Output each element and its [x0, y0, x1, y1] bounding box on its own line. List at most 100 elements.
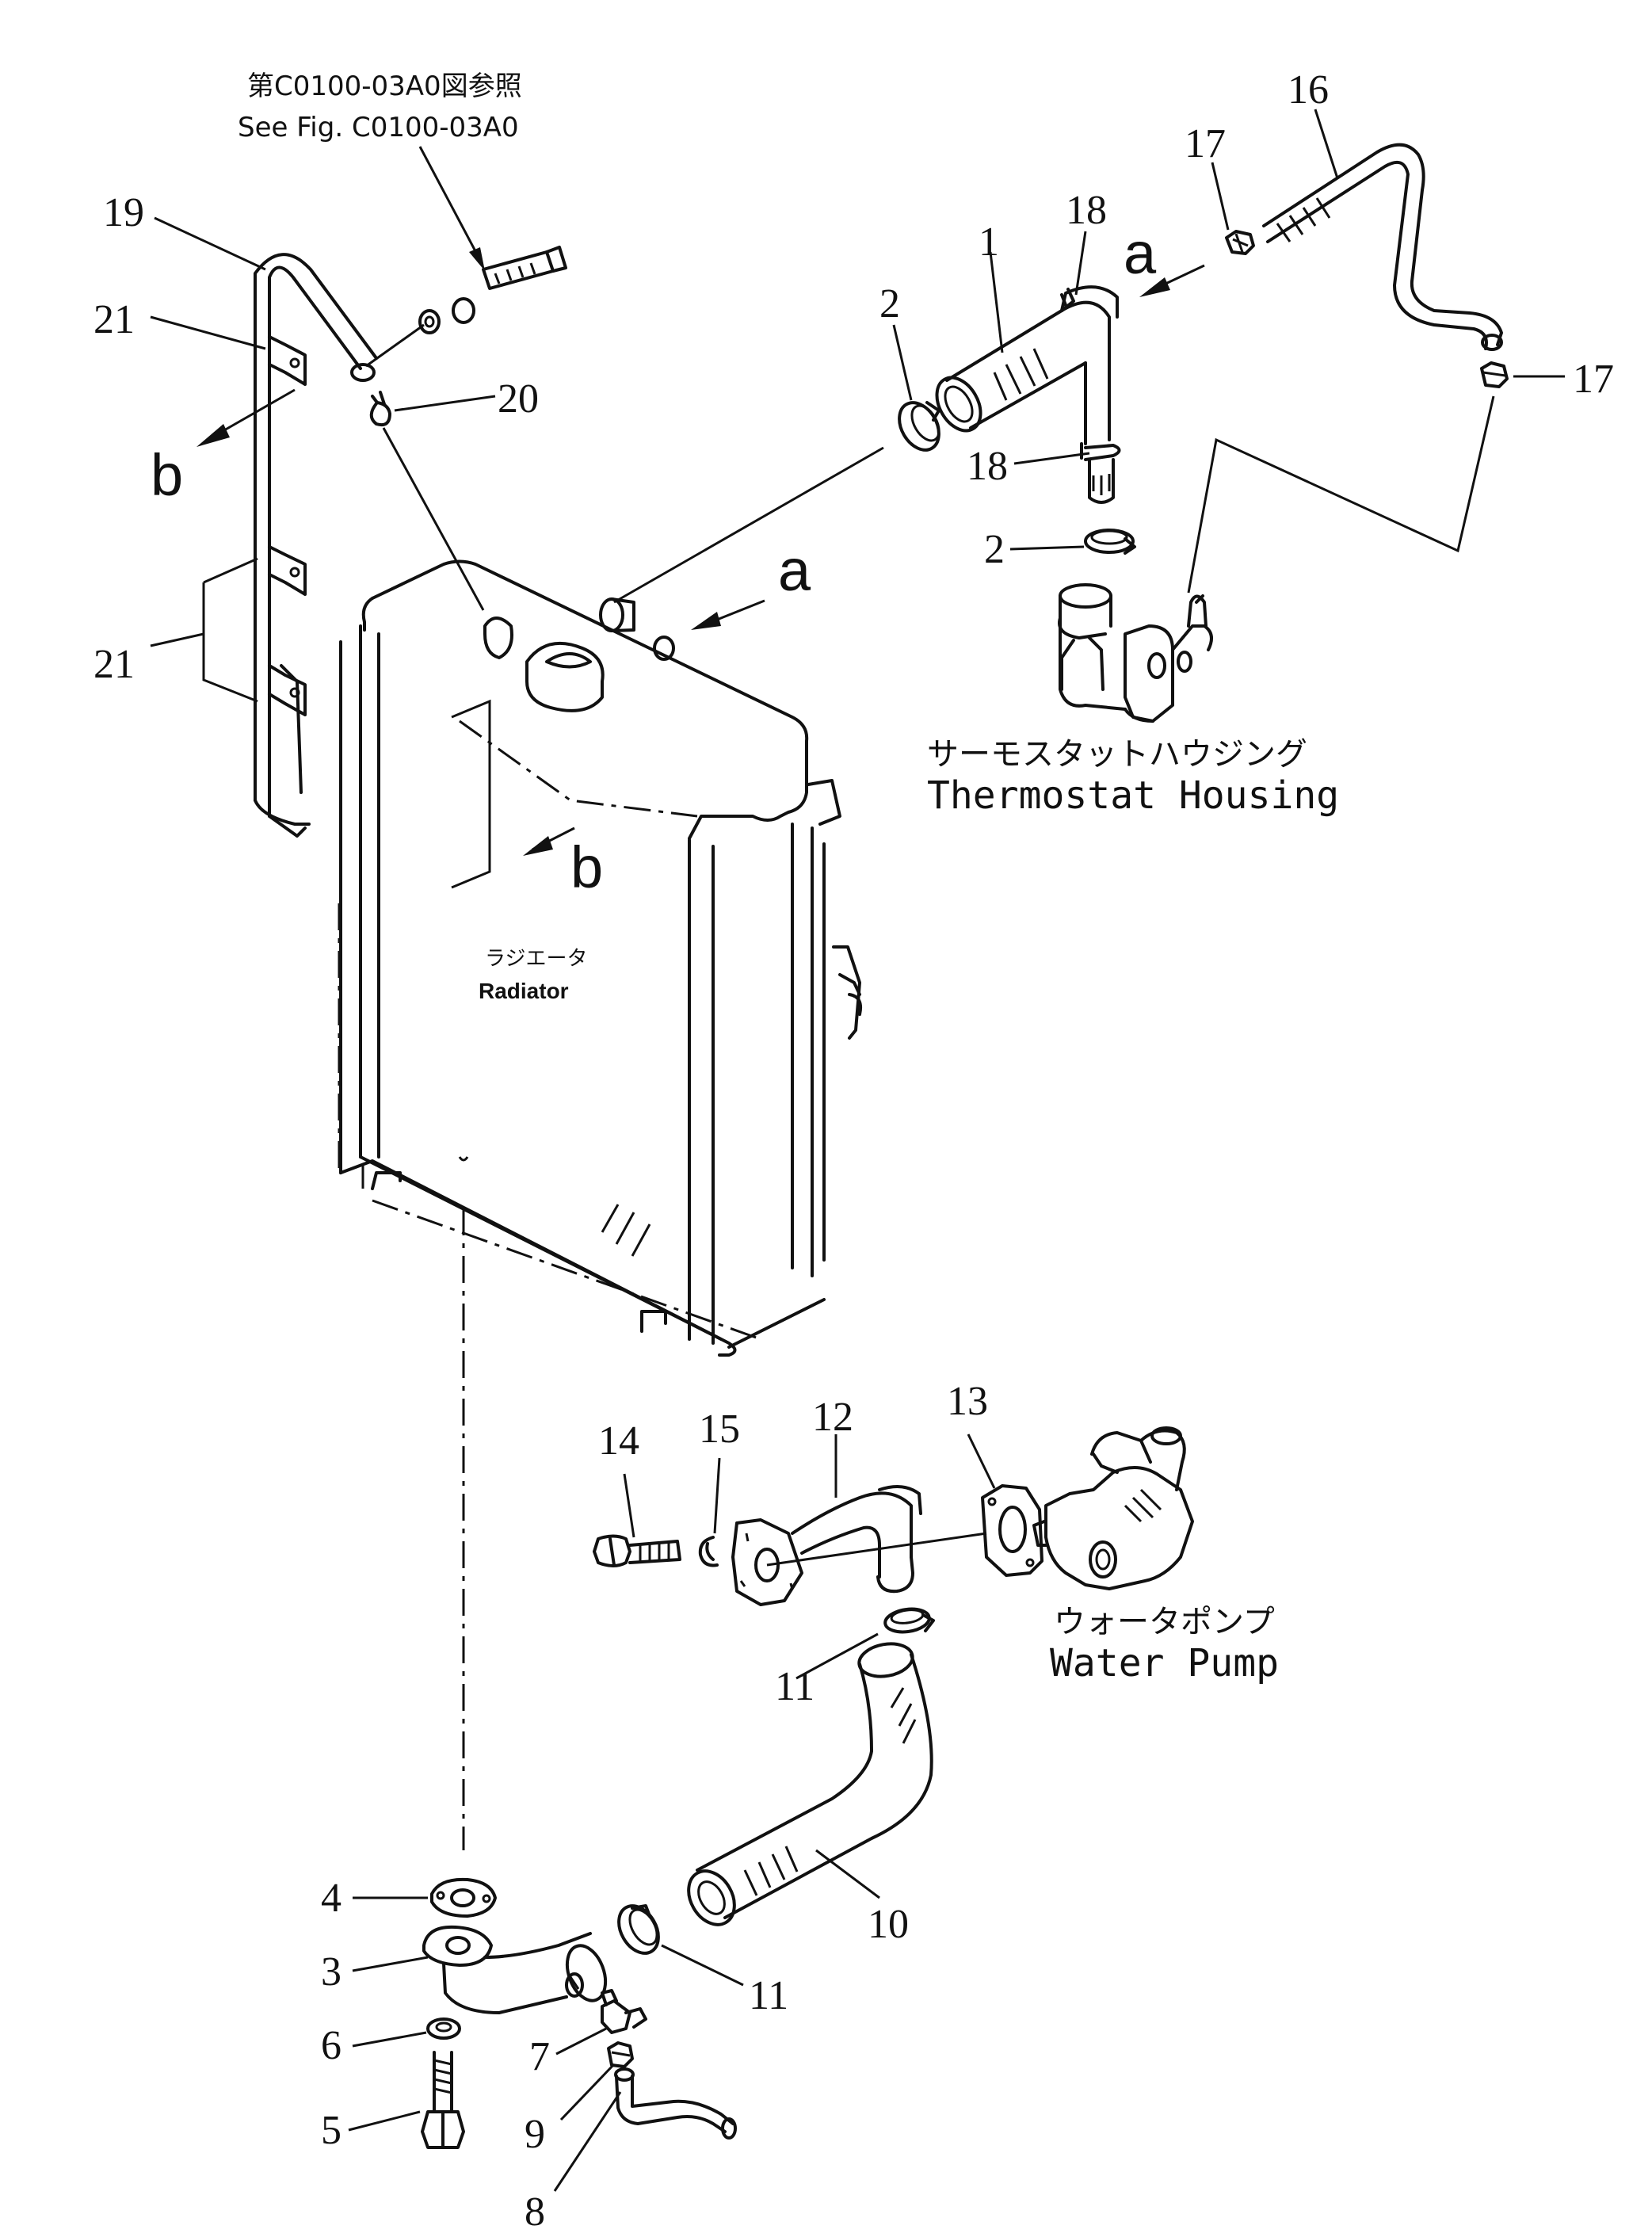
part-2-clamp-upper — [898, 401, 940, 452]
radiator-jp: ラジエータ — [485, 947, 587, 971]
part-7-cock — [601, 1989, 647, 2034]
callout-12: 12 — [812, 1395, 853, 1440]
part-17-upper-leader — [1211, 162, 1230, 231]
callout-6: 6 — [321, 2023, 341, 2068]
part-16-pipe — [1262, 143, 1503, 351]
part-20-clip — [369, 391, 391, 427]
part-14-bolt — [593, 1534, 681, 1567]
callout-17-upper: 17 — [1185, 121, 1226, 166]
radiator-cap — [483, 617, 605, 712]
callout-5: 5 — [321, 2108, 341, 2153]
view-marker-b-left: b — [151, 442, 183, 508]
callout-8: 8 — [525, 2189, 545, 2235]
callout-14: 14 — [598, 1418, 639, 1464]
part-21-clamp-mid — [268, 545, 307, 596]
callout-4: 4 — [321, 1876, 341, 1921]
callout-16: 16 — [1288, 67, 1329, 113]
inlet-to-clamp-line — [613, 446, 884, 604]
part-1-hose — [935, 285, 1121, 504]
thermostat-leader — [1187, 395, 1495, 594]
callout-19: 19 — [103, 190, 144, 235]
part-21-clamp-low — [268, 664, 307, 716]
part-20-leader — [394, 395, 496, 412]
part-5-bolt — [421, 2051, 465, 2149]
callout-21-lower: 21 — [93, 642, 135, 687]
part-11-clamp-upper — [883, 1607, 935, 1634]
part-10-hose — [687, 1642, 933, 1926]
part-2-lower-leader — [1009, 545, 1085, 551]
tube-to-bolt-line — [365, 323, 425, 368]
part-11-upper-leader — [795, 1632, 879, 1680]
part-13-gasket — [981, 1484, 1043, 1577]
thermostat-housing-jp: サーモスタットハウジング — [927, 736, 1307, 773]
part-7-leader — [555, 2027, 607, 2056]
part-21-top-leader — [150, 315, 266, 350]
a-arrowhead-upper — [1139, 277, 1170, 297]
callout-3: 3 — [321, 1949, 341, 1995]
reference-leader — [418, 146, 483, 264]
part-18-lower-leader — [1013, 452, 1090, 465]
thermostat-housing-en: Thermostat Housing — [927, 773, 1339, 818]
reference-jp: 第C0100-03A0図参照 — [247, 71, 522, 102]
part-2-upper-leader — [892, 324, 913, 401]
callout-17-lower: 17 — [1573, 357, 1614, 402]
callout-18-upper: 18 — [1066, 188, 1107, 233]
part-20-to-radiator — [382, 427, 485, 611]
part-16-leader — [1314, 109, 1339, 179]
callout-13: 13 — [947, 1379, 988, 1424]
part-4-gasket — [430, 1877, 497, 1918]
reference-arrowhead — [469, 247, 485, 271]
part-9-nut — [607, 2041, 634, 2068]
a-arrowhead-radiator — [691, 612, 721, 630]
callout-7: 7 — [529, 2034, 550, 2079]
callout-1: 1 — [979, 220, 999, 265]
b-arrowhead-left — [196, 424, 230, 447]
callout-11-upper: 11 — [775, 1664, 815, 1709]
view-marker-a-upper: a — [1124, 220, 1157, 286]
part-8-drain-pipe — [614, 2067, 737, 2140]
part-5-leader — [348, 2110, 421, 2132]
water-pump-drawing — [1032, 1426, 1194, 1590]
part-11-lower-leader — [661, 1944, 744, 1987]
part-19-tube — [254, 253, 378, 838]
radiator-dash-top — [459, 720, 698, 818]
thermostat-housing-drawing — [1058, 583, 1213, 723]
b-arrow-radiator-box — [451, 699, 491, 889]
radiator-inlet — [599, 597, 675, 661]
part-17-nut-upper — [1225, 230, 1255, 255]
part-8-leader — [553, 2091, 622, 2192]
callout-21-upper: 21 — [93, 297, 135, 342]
part-6-washer — [426, 2017, 461, 2040]
callout-11-lower: 11 — [749, 1973, 788, 2018]
callout-20: 20 — [498, 376, 539, 422]
part-21-bracket-leader — [150, 632, 204, 647]
view-marker-b-radiator: b — [570, 834, 603, 900]
part-3-outlet-elbow — [422, 1925, 608, 2014]
part-11-clamp-lower — [617, 1904, 660, 1955]
part-10-leader — [815, 1849, 880, 1899]
part-21-clamp-top — [268, 335, 307, 386]
callout-18-lower: 18 — [967, 444, 1008, 489]
part-13-leader — [967, 1433, 996, 1489]
callout-9: 9 — [525, 2112, 545, 2157]
water-pump-jp: ウォータポンプ — [1054, 1604, 1275, 1640]
callout-15: 15 — [699, 1407, 740, 1452]
view-marker-a-radiator: a — [778, 537, 811, 603]
radiator-body — [338, 559, 863, 1357]
callout-2-upper: 2 — [879, 281, 900, 326]
callout-2-lower: 2 — [984, 527, 1005, 572]
water-pump-en: Water Pump — [1050, 1641, 1279, 1685]
part-19-leader — [154, 216, 266, 271]
b-arrowhead-radiator — [523, 836, 553, 856]
part-3-leader — [352, 1956, 429, 1972]
reference-en: See Fig. C0100-03A0 — [238, 112, 519, 143]
callout-10: 10 — [868, 1902, 909, 1947]
part-9-leader — [559, 2063, 616, 2121]
part-12-elbow-pipe — [731, 1485, 922, 1606]
part-21-bracket — [202, 557, 258, 703]
radiator-en: Radiator — [479, 979, 569, 1003]
part-15-leader — [713, 1457, 721, 1534]
gasket-to-pipe-line — [766, 1532, 987, 1567]
part-1-leader — [989, 251, 1004, 353]
